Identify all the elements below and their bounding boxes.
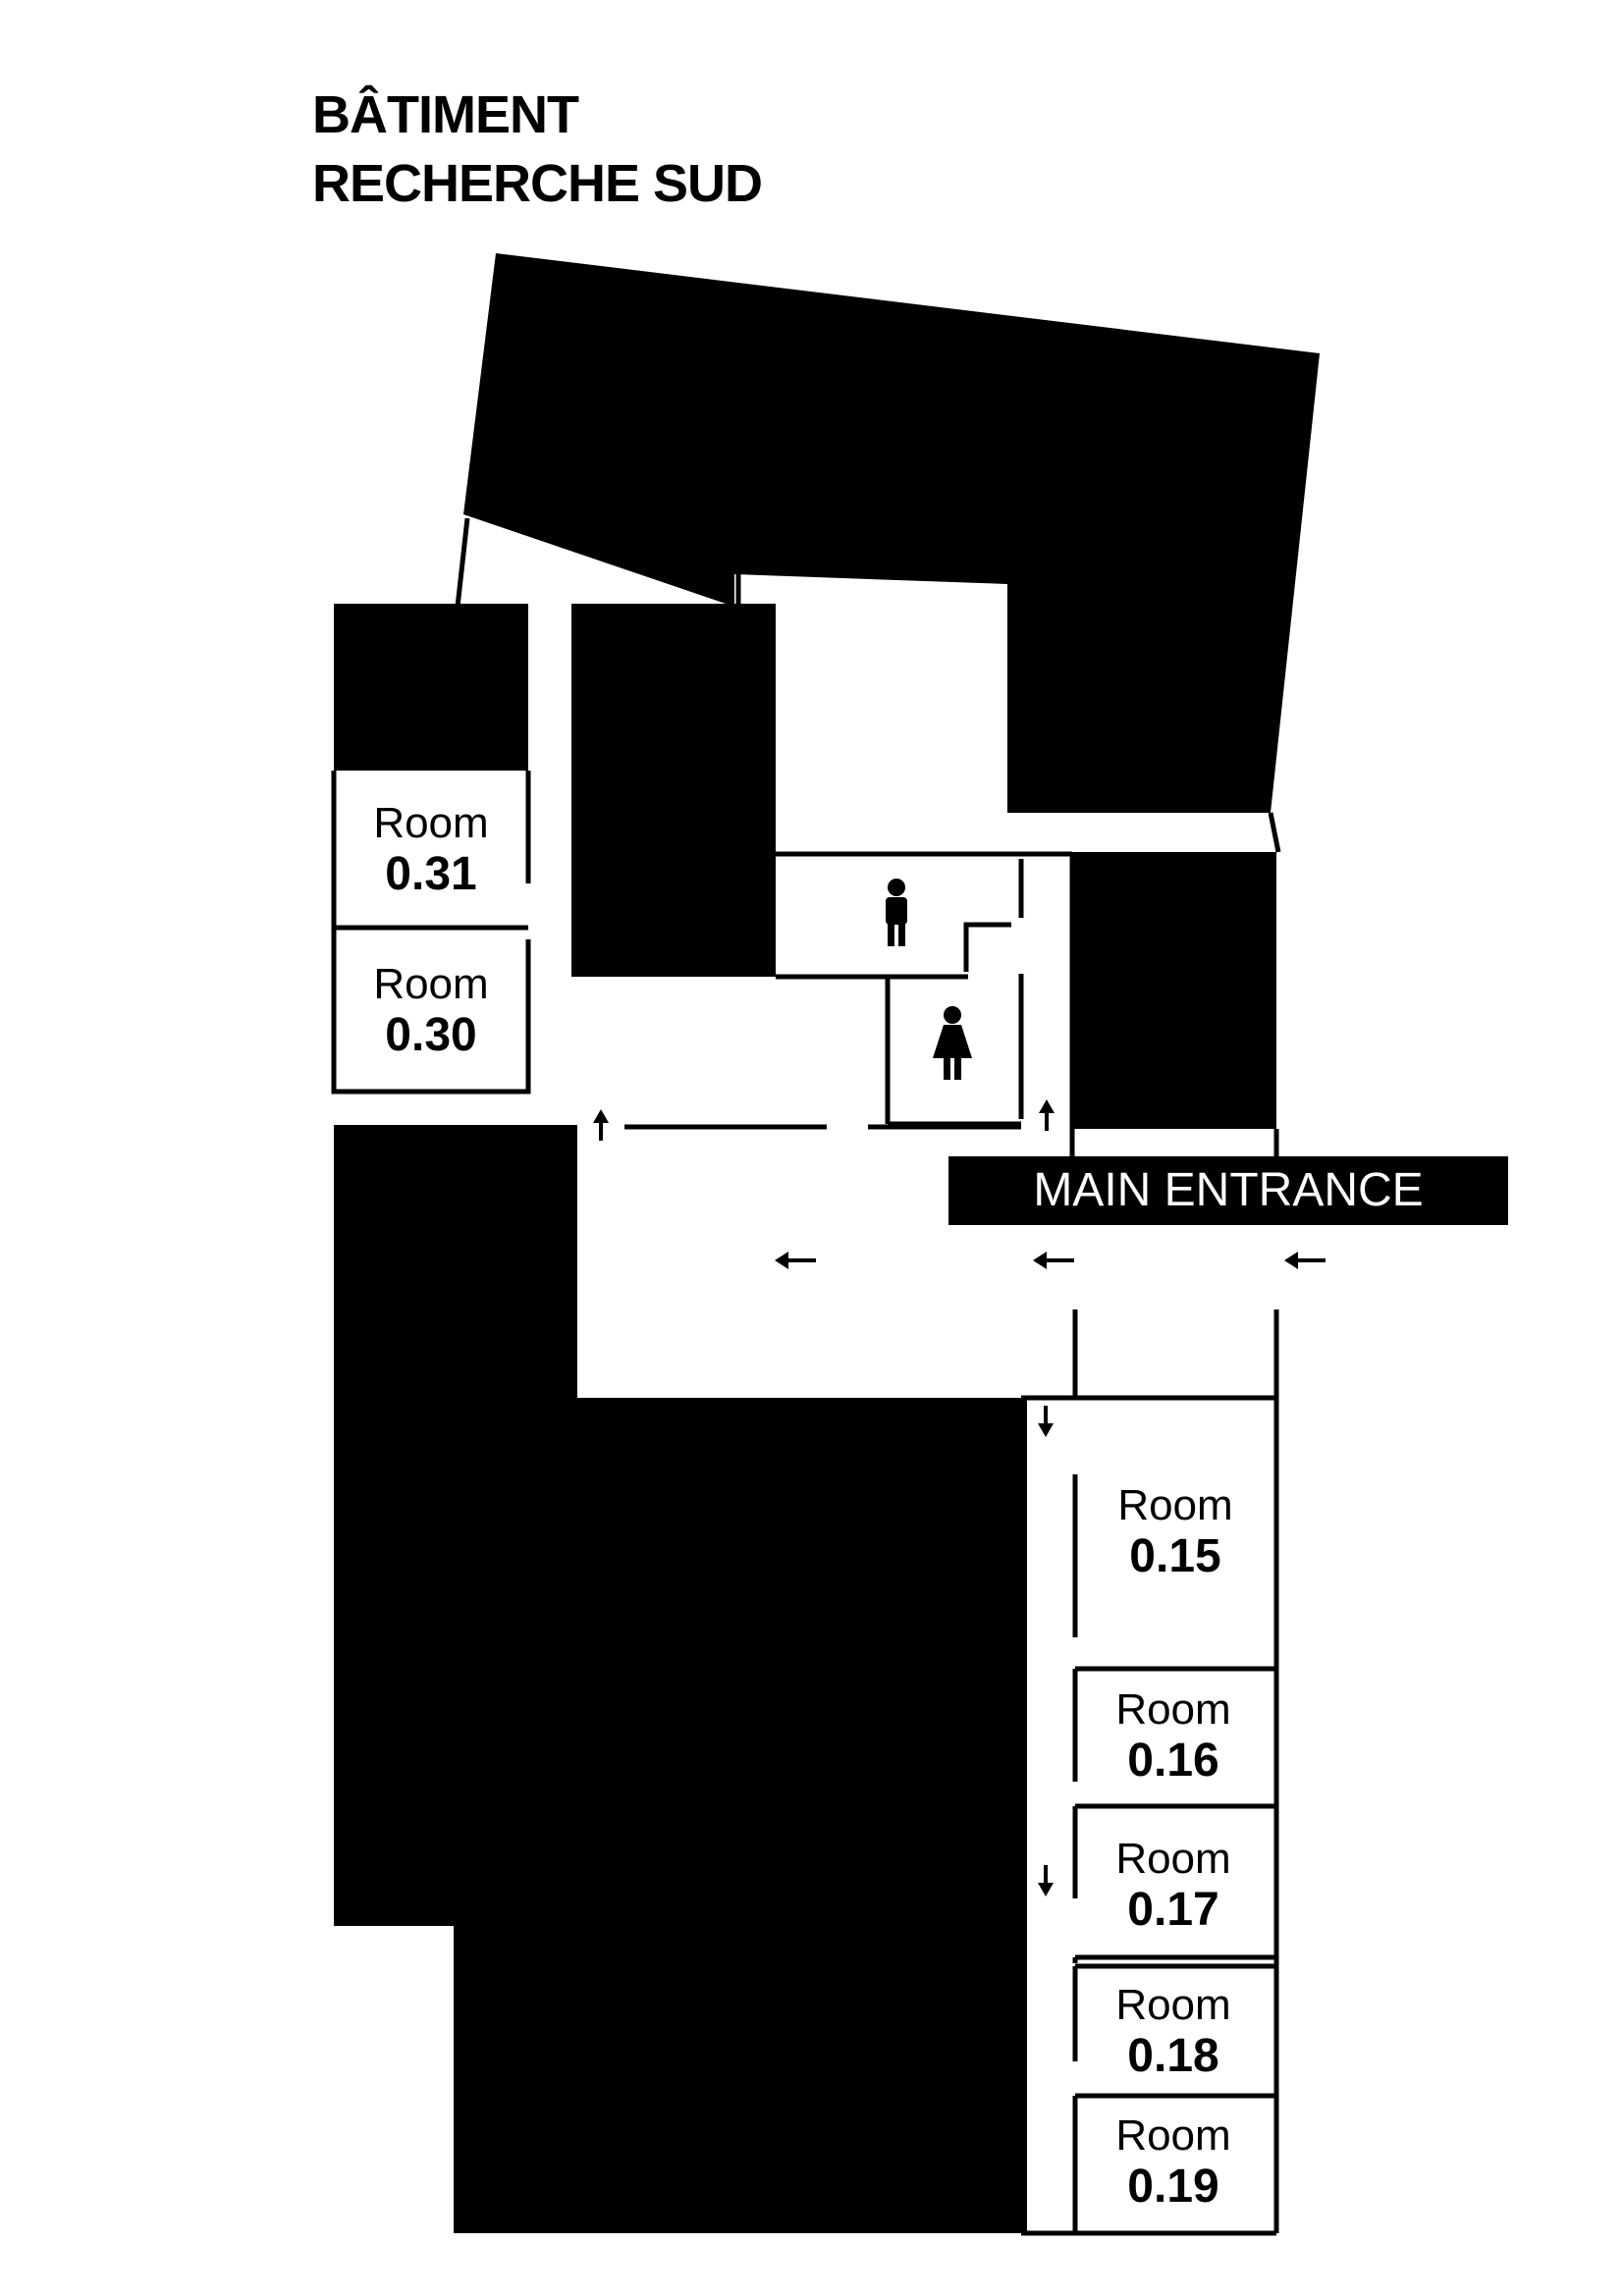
room-0-17-word: Room bbox=[1115, 1835, 1230, 1883]
room-0-16-word: Room bbox=[1115, 1685, 1230, 1734]
building-masses bbox=[334, 253, 1320, 2233]
female-restroom-icon bbox=[933, 1006, 972, 1080]
room-0-18-word: Room bbox=[1115, 1981, 1230, 2029]
arrow-icon bbox=[591, 1107, 611, 1143]
room-0-30-word: Room bbox=[373, 960, 488, 1008]
arrow-icon bbox=[1037, 1097, 1056, 1133]
main-entrance-label: MAIN ENTRANCE bbox=[1033, 1164, 1423, 1216]
room-0-30-number: 0.30 bbox=[385, 1009, 476, 1061]
arrow-icon bbox=[1282, 1250, 1327, 1271]
north-wing bbox=[463, 253, 1320, 813]
west-block-top bbox=[334, 604, 528, 771]
room-0-19-word: Room bbox=[1115, 2111, 1230, 2160]
center-block bbox=[571, 604, 776, 977]
room-0-16-number: 0.16 bbox=[1127, 1735, 1218, 1787]
room-0-15-word: Room bbox=[1117, 1481, 1232, 1529]
south-mass bbox=[334, 1125, 1027, 2233]
east-block bbox=[1072, 852, 1276, 1129]
arrow-icon bbox=[1036, 1404, 1056, 1439]
main-entrance-banner: MAIN ENTRANCE bbox=[948, 1156, 1508, 1225]
arrow-icon bbox=[1036, 1863, 1056, 1898]
room-0-31-word: Room bbox=[373, 799, 488, 847]
room-0-19-number: 0.19 bbox=[1127, 2161, 1218, 2213]
arrow-icon bbox=[1031, 1250, 1076, 1271]
building-title-line2: RECHERCHE SUD bbox=[312, 154, 763, 213]
walls bbox=[331, 517, 1281, 2236]
building-title-line1: BÂTIMENT bbox=[312, 85, 579, 144]
room-0-15-number: 0.15 bbox=[1129, 1530, 1220, 1582]
arrow-icon bbox=[773, 1250, 818, 1271]
room-labels: Room 0.31 Room 0.30 Room 0.15 Room 0.16 … bbox=[373, 799, 1232, 2213]
room-0-31-number: 0.31 bbox=[385, 848, 476, 900]
room-0-17-number: 0.17 bbox=[1127, 1884, 1218, 1936]
building-title: BÂTIMENT RECHERCHE SUD bbox=[312, 80, 763, 218]
room-0-18-number: 0.18 bbox=[1127, 2030, 1218, 2082]
male-restroom-icon bbox=[886, 879, 907, 946]
